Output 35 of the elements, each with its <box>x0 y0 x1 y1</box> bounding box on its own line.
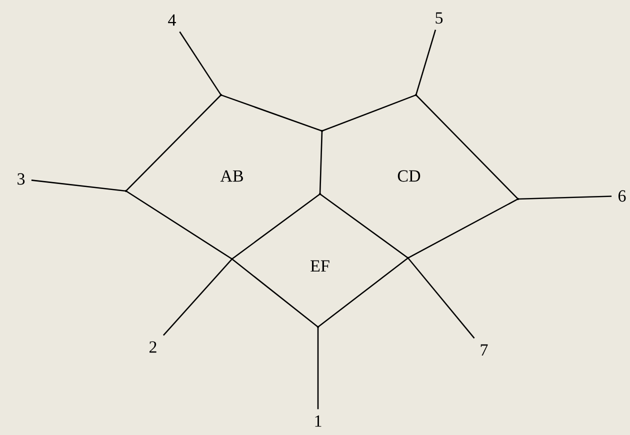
graph-edge <box>408 198 518 258</box>
graph-edge <box>319 131 323 194</box>
graph-edge <box>415 30 436 95</box>
graph-edge <box>320 194 408 258</box>
graph-edge <box>317 327 319 410</box>
junction-point <box>220 94 222 96</box>
junction-point <box>318 192 322 196</box>
graph-edge <box>232 194 320 260</box>
vertex-label: 3 <box>18 173 25 185</box>
graph-edge <box>162 258 232 336</box>
graph-edge <box>518 196 612 200</box>
vertex-label: 1 <box>315 415 322 427</box>
face-label: EF <box>310 260 330 272</box>
junction-point <box>124 190 128 192</box>
vertex-label: 6 <box>618 190 626 202</box>
graph-edge <box>220 94 322 132</box>
graph-edge <box>318 258 408 328</box>
face-label: AB <box>220 170 243 182</box>
vertex-label: 4 <box>168 14 176 26</box>
junction-point <box>320 130 324 132</box>
graph-edge <box>126 190 232 260</box>
graph-edge <box>322 94 416 132</box>
graph-edge <box>408 258 475 339</box>
face-label: CD <box>398 170 420 182</box>
junction-point <box>414 94 418 96</box>
graph-edge <box>232 258 318 328</box>
vertex-label: 2 <box>150 341 156 353</box>
graph-edge <box>126 94 222 192</box>
vertex-label: 7 <box>480 344 488 356</box>
junction-point <box>316 326 320 328</box>
graph-edge <box>179 31 222 96</box>
junction-point <box>516 198 520 200</box>
graph-edge <box>31 180 126 192</box>
graph-edge <box>416 94 518 200</box>
vertex-label: 5 <box>436 12 443 24</box>
